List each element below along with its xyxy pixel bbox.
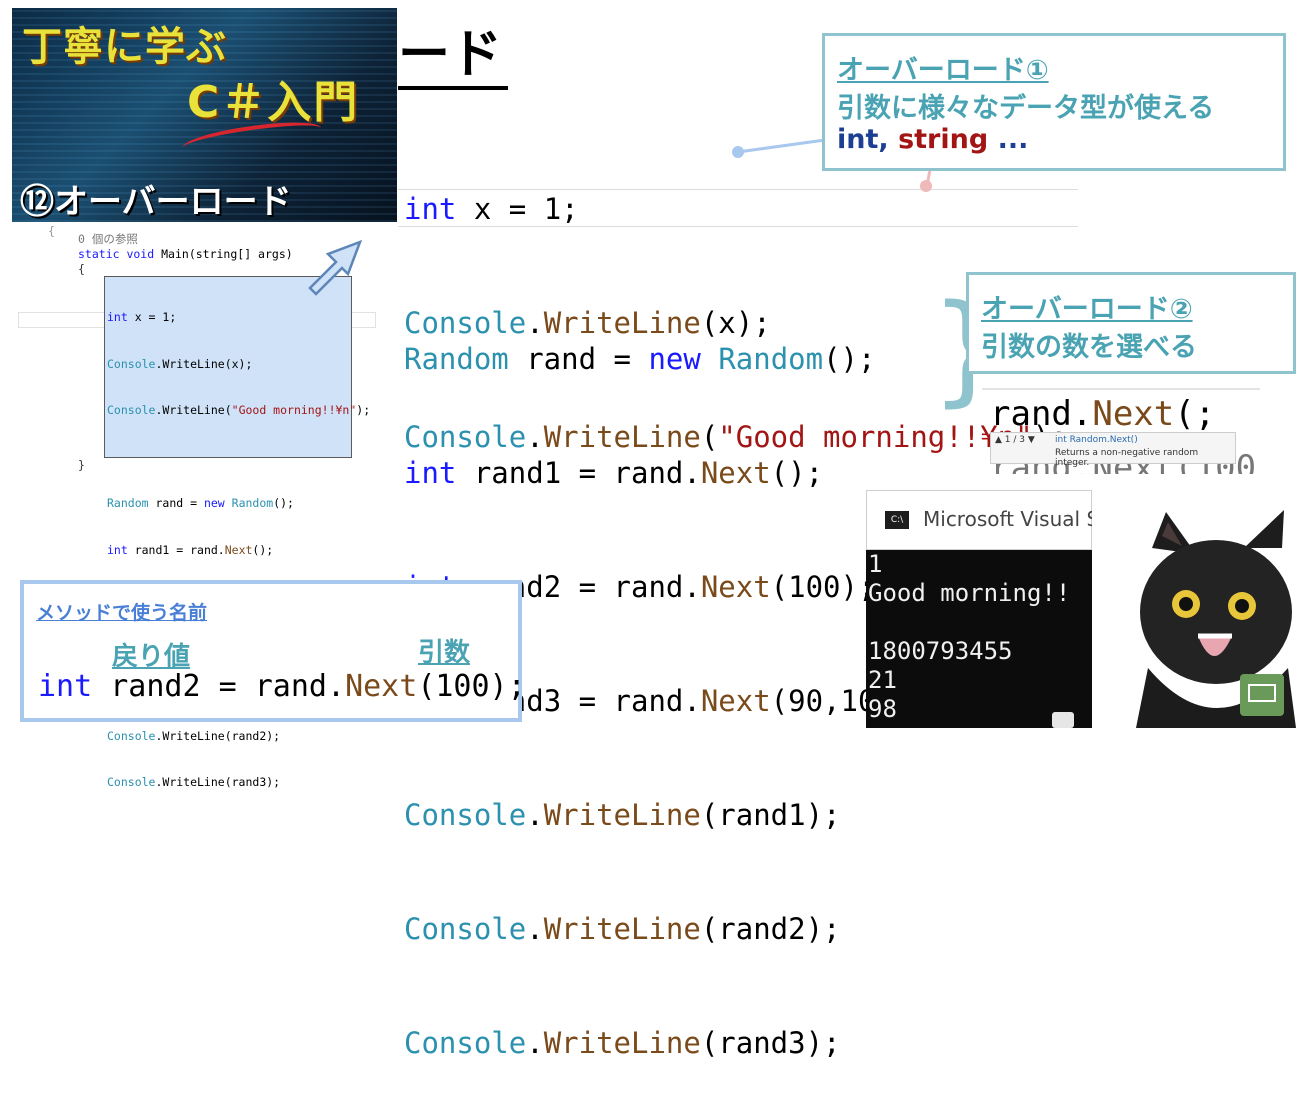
code-line: int rand1 = rand.Next(); (404, 456, 824, 490)
thumbnail-subtitle: ⑫オーバーロード (20, 182, 292, 222)
mini-code-highlight: int x = 1; Console.WriteLine(x); Console… (104, 276, 370, 789)
intellisense-snippet: rand.Next(; rand.Next(100 ▲ 1 / 3 ▼ int … (982, 388, 1260, 474)
console-window: C:\ Microsoft Visual S 1 Good morning!! … (866, 490, 1092, 728)
thumbnail-code-background (12, 8, 397, 222)
connector-dot-int (732, 146, 744, 158)
overload-signature: int Random.Next() (1055, 435, 1138, 445)
code-line: Console.WriteLine(x); (404, 306, 771, 340)
reference-count[interactable]: 0 個の参照 (78, 232, 138, 246)
mini-code-lines: int x = 1; Console.WriteLine(x); Console… (107, 279, 370, 822)
intellisense-code: rand.Next(; (990, 394, 1216, 434)
method-box-title: メソッドで使う名前 (36, 602, 208, 624)
callout-connectors (732, 138, 826, 158)
mini-line: int rand1 = rand.Next(); (107, 542, 274, 557)
code-line: Console.WriteLine(rand3); (404, 1026, 841, 1060)
monitor-icon[interactable] (1240, 674, 1284, 716)
mini-line (107, 450, 370, 466)
callout-overload-1: オーバーロード① 引数に様々なデータ型が使える int, string ... (822, 33, 1286, 171)
callout-1-text: 引数に様々なデータ型が使える (837, 93, 1215, 124)
video-thumbnail: 丁寧に学ぶ C＃入門 ⑫オーバーロード (12, 8, 397, 222)
console-line (868, 608, 1070, 637)
mini-line: int x = 1; (107, 310, 177, 324)
code-line: Console.WriteLine(rand1); (404, 798, 841, 832)
console-title-bar[interactable]: C:\ Microsoft Visual S (866, 490, 1092, 550)
mini-line: Console.WriteLine(x); (107, 356, 253, 371)
return-value-label: 戻り値 (112, 642, 191, 672)
thumbnail-title-line2: C＃入門 (187, 77, 360, 128)
mini-brace-open-inner: { (78, 262, 85, 276)
callout-overload-2: オーバーロード② 引数の数を選べる (966, 272, 1296, 374)
mini-line: Console.WriteLine("Good morning!!¥n"); (107, 403, 371, 417)
callout-1-title: オーバーロード① (837, 55, 1049, 86)
code-line: Random rand = new Random(); (404, 342, 876, 376)
console-line: 1 (868, 550, 883, 578)
console-output: 1 Good morning!! 1800793455 21 98 (868, 550, 1070, 724)
console-line: 98 (868, 695, 897, 723)
console-title: Microsoft Visual S (923, 507, 1092, 531)
slide-heading: ード (398, 24, 509, 90)
mini-brace-close: } (78, 458, 85, 472)
mini-line: Console.WriteLine(rand3); (107, 775, 281, 789)
current-line-highlight (398, 189, 1078, 227)
method-box-code: int rand2 = rand.Next(100); (38, 669, 526, 704)
code-line: int x = 1; (404, 192, 579, 226)
console-line: 21 (868, 666, 897, 694)
mini-line: Random rand = new Random(); (107, 496, 294, 510)
callout-1-types: int, string ... (837, 124, 1029, 155)
callout-2-title: オーバーロード② (981, 294, 1193, 325)
code-line: Console.WriteLine(rand2); (404, 912, 841, 946)
translate-icon[interactable] (1052, 712, 1074, 728)
main-signature: static void Main(string[] args) (78, 247, 293, 261)
callout-2-text: 引数の数を選べる (981, 332, 1197, 363)
console-app-icon: C:\ (885, 511, 909, 529)
overload-counter[interactable]: ▲ 1 / 3 ▼ (995, 435, 1035, 445)
type-int: int (837, 124, 879, 155)
console-line: Good morning!! (868, 579, 1071, 607)
connector-int (737, 138, 826, 154)
thumbnail-title-line1: 丁寧に学ぶ (22, 24, 227, 70)
zoom-arrow-icon (308, 239, 363, 296)
method-name-box: メソッドで使う名前 戻り値 引数 int rand2 = rand.Next(1… (20, 580, 526, 722)
overload-description: Returns a non-negative random integer. (1055, 448, 1199, 468)
console-line: 1800793455 (868, 637, 1013, 665)
argument-label: 引数 (418, 638, 471, 668)
mini-line: Console.WriteLine(rand2); (107, 728, 281, 743)
mini-brace-open: { (48, 224, 55, 238)
type-string: string (898, 124, 989, 155)
intellisense-tooltip: ▲ 1 / 3 ▼ int Random.Next() Returns a no… (990, 432, 1236, 468)
